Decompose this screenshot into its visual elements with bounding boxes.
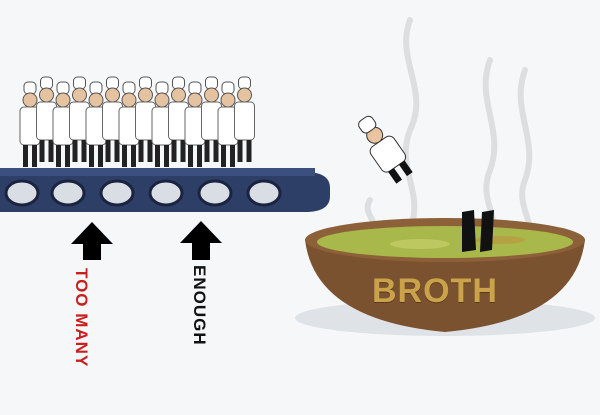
conveyor-belt — [0, 168, 330, 212]
chef — [135, 76, 156, 162]
chef — [217, 81, 239, 167]
chef — [52, 81, 74, 167]
chef — [184, 81, 206, 167]
chef — [85, 81, 107, 167]
chef — [118, 81, 140, 167]
chef-legs — [462, 210, 494, 252]
falling-chef — [358, 115, 413, 184]
arrow-up-icon — [71, 222, 113, 260]
chef — [19, 81, 41, 167]
chef-crowd — [19, 76, 255, 167]
chef — [36, 76, 57, 162]
broth-bowl — [295, 218, 595, 336]
arrow-up-icon — [180, 221, 222, 260]
chef — [234, 76, 255, 162]
steam — [364, 17, 534, 248]
broth-label: BROTH — [372, 272, 498, 310]
chef — [102, 76, 123, 162]
enough-label: ENOUGH — [190, 265, 209, 346]
too-many-label: TOO MANY — [72, 268, 91, 368]
